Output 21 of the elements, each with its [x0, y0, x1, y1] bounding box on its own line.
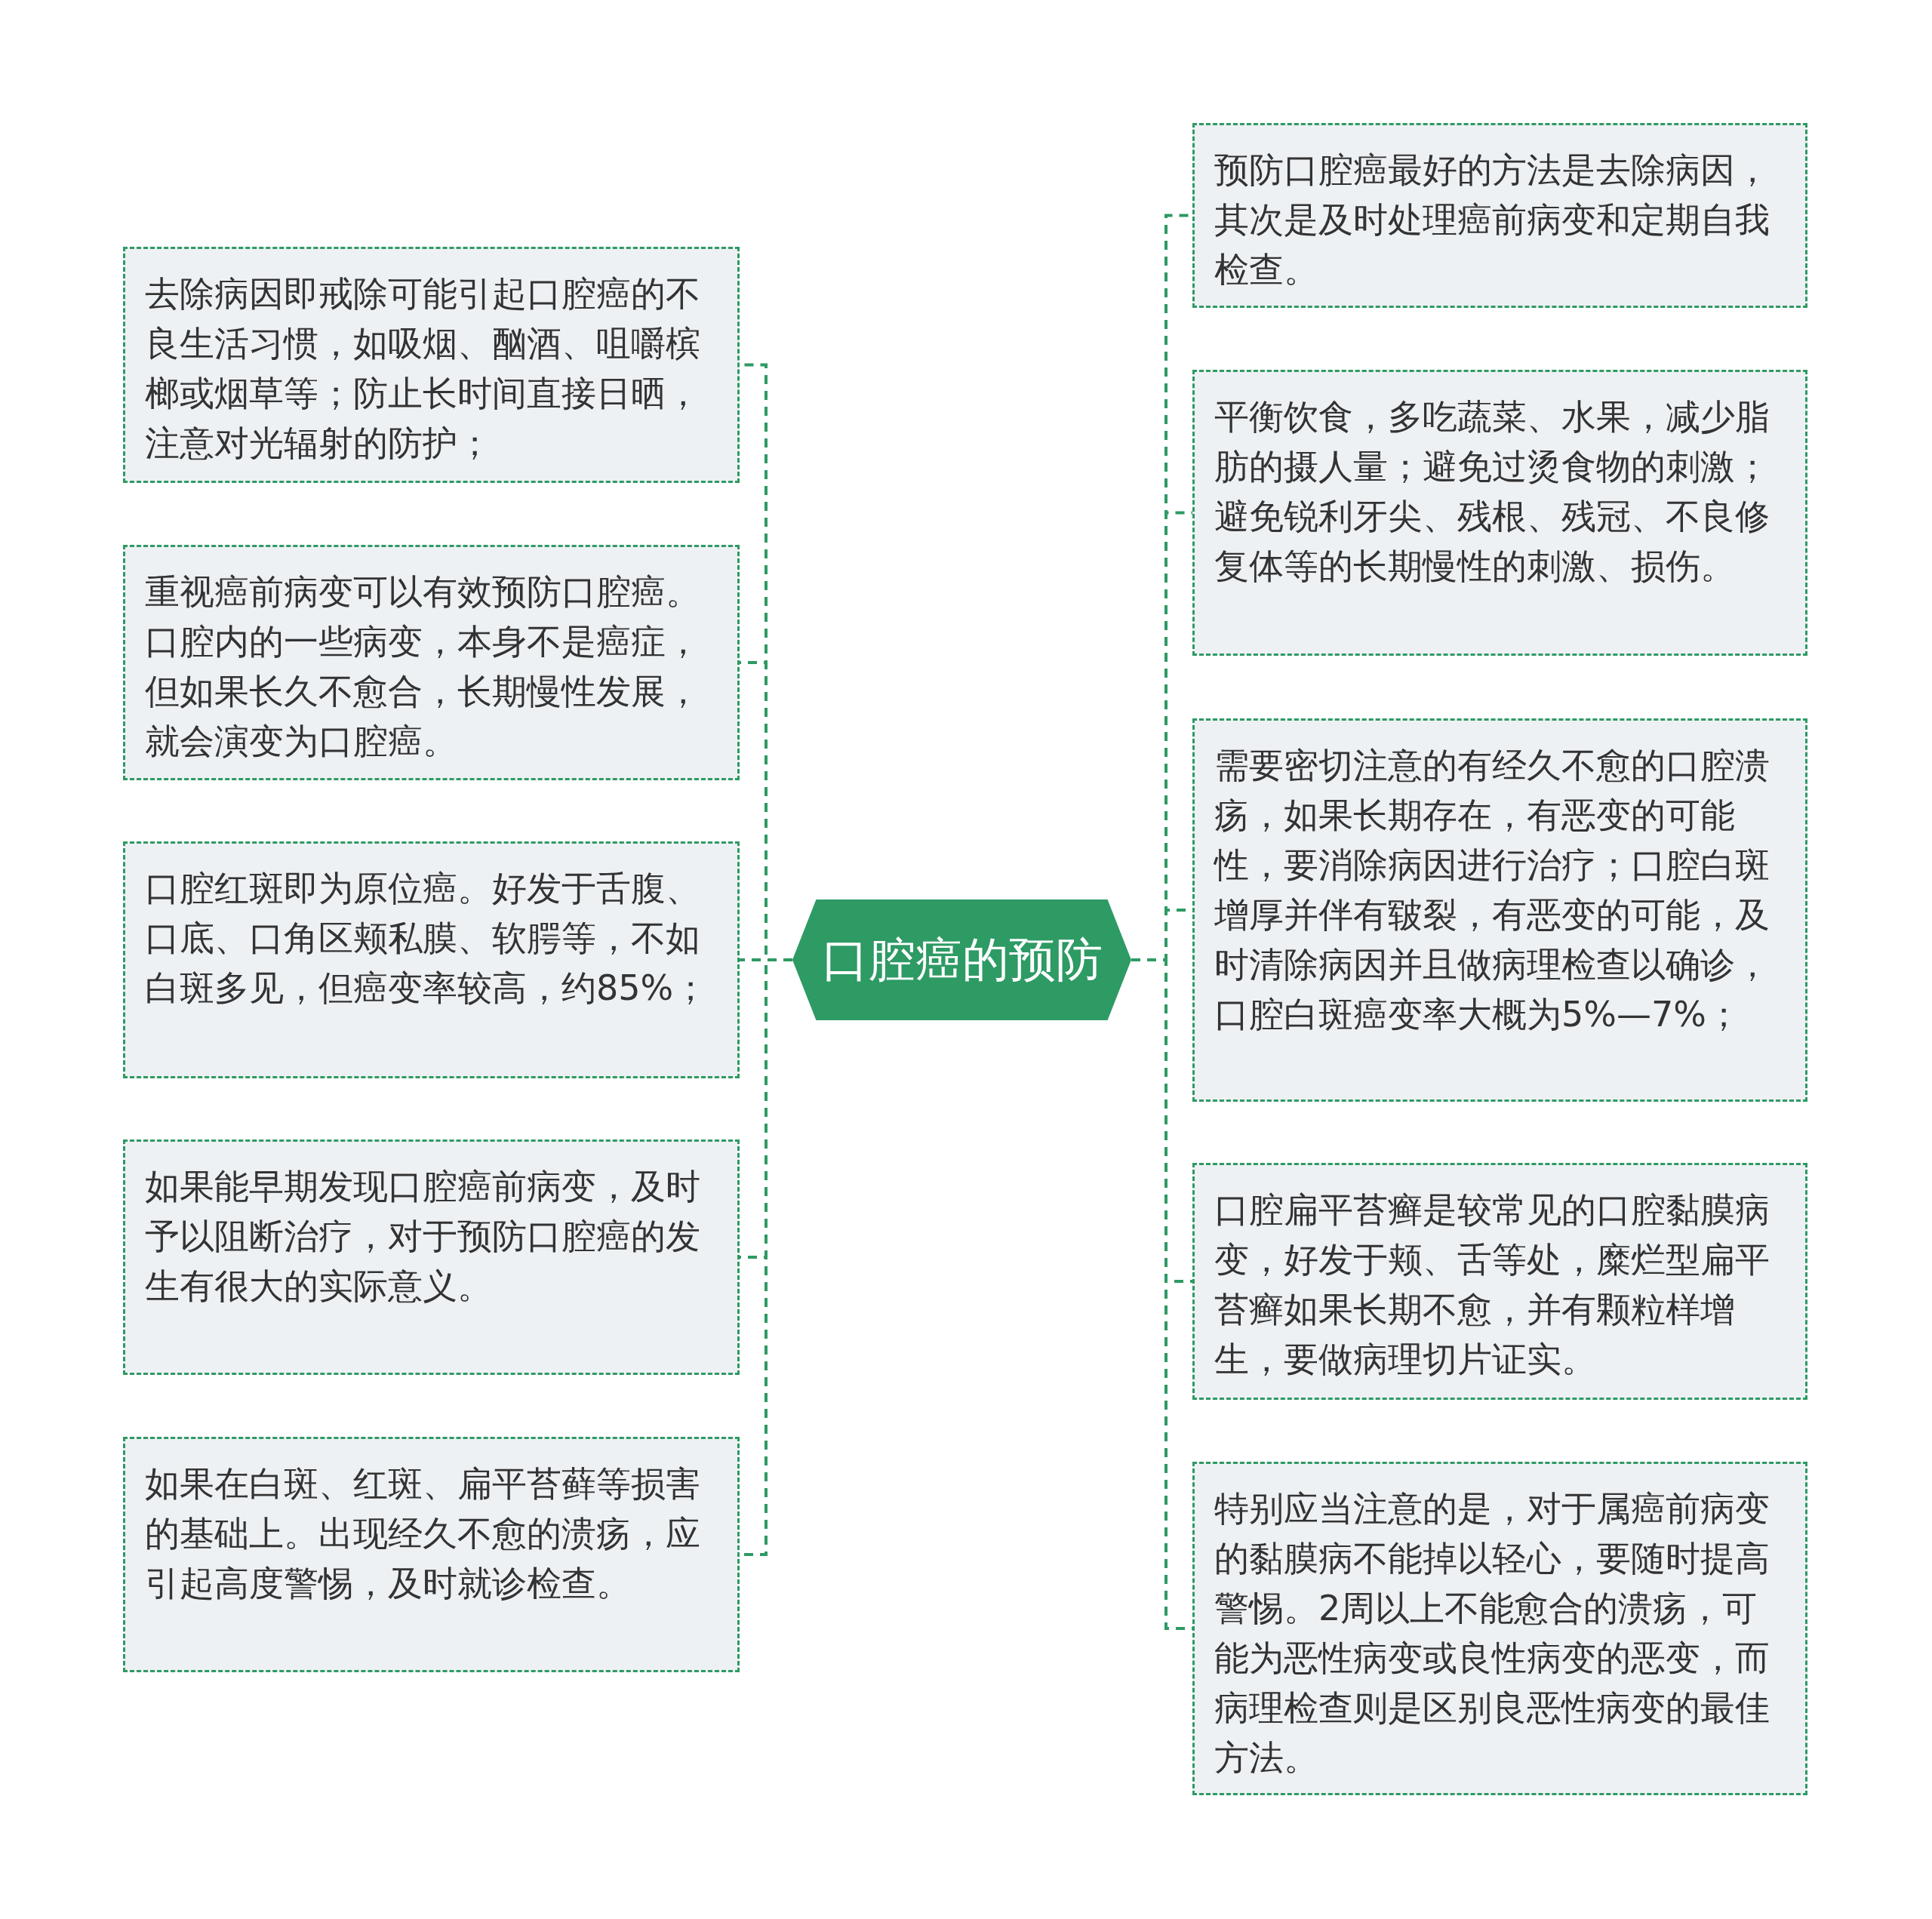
topic-title: 口腔癌的预防	[821, 931, 1103, 989]
note-text: 预防口腔癌最好的方法是去除病因，其次是及时处理癌前病变和定期自我检查。	[1214, 149, 1770, 291]
note-box	[123, 545, 740, 780]
note-box	[1192, 370, 1807, 656]
note-box	[1192, 718, 1807, 1102]
note-text: 如果在白斑、红斑、扁平苔藓等损害的基础上。出现经久不愈的溃疡，应引起高度警惕，及时就诊检查。	[145, 1462, 701, 1605]
note-text: 如果能早期发现口腔癌前病变，及时予以阻断治疗，对于预防口腔癌的发生有很大的实际意义。	[145, 1165, 701, 1308]
note-box	[1192, 123, 1807, 308]
note-text: 去除病因即戒除可能引起口腔癌的不良生活习惯，如吸烟、酗酒、咀嚼槟榔或烟草等；防止长时间直接日晒，注意对光辐射的防护；	[145, 272, 701, 465]
note-text: 口腔红斑即为原位癌。好发于舌腹、口底、口角区颊私膜、软腭等，不如白斑多见，但癌变率较高，约85%；	[145, 867, 709, 1010]
note-text: 重视癌前病变可以有效预防口腔癌。口腔内的一些病变，本身不是癌症，但如果长久不愈合，长期慢性发展，就会演变为口腔癌。	[145, 570, 701, 763]
note-text: 口腔扁平苔癣是较常见的口腔黏膜病变，好发于颊、舌等处，糜烂型扁平苔癣如果长期不愈，并有颗粒样增生，要做病理切片证实。	[1214, 1189, 1770, 1381]
note-text: 需要密切注意的有经久不愈的口腔溃疡，如果长期存在，有恶变的可能性，要消除病因进行治疗；口腔白斑增厚并伴有皲裂，有恶变的可能，及时清除病因并且做病理检查以确诊，口腔白斑癌变率大概为5%—7%；	[1214, 744, 1770, 1036]
note-text: 特别应当注意的是，对于属癌前病变的黏膜病不能掉以轻心，要随时提高警惕。2周以上不能愈合的溃疡，可能为恶性病变或良性病变的恶变，而病理检查则是区别良恶性病变的最佳方法。	[1214, 1487, 1770, 1779]
note-box	[123, 1437, 740, 1672]
note-box	[123, 841, 740, 1078]
note-text: 平衡饮食，多吃蔬菜、水果，减少脂肪的摄人量；避免过烫食物的刺激；避免锐利牙尖、残根、残冠、不良修复体等的长期慢性的刺激、损伤。	[1214, 395, 1770, 588]
note-box	[1192, 1462, 1807, 1795]
note-box	[123, 1139, 740, 1375]
note-box	[1192, 1163, 1807, 1400]
note-box	[123, 247, 740, 483]
